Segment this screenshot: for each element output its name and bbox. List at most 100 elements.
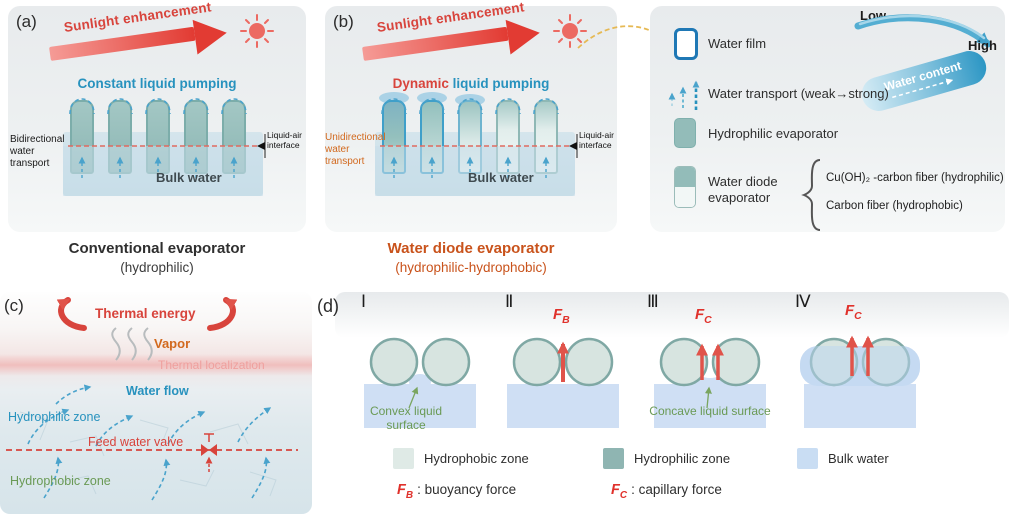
force-c-sub: C: [619, 489, 628, 501]
bulk-water-base: [507, 384, 619, 428]
stage-3-numeral: Ⅲ: [647, 292, 659, 312]
buoyancy-force-legend: FB : buoyancy force: [397, 482, 516, 501]
water-film-label: Water film: [708, 36, 767, 51]
fiber-circle: [369, 337, 419, 387]
bulk-water-swatch: [797, 448, 818, 469]
legend-panel: Water film Low High Water content Water …: [650, 6, 1005, 232]
water-content-dashed-arrow: [892, 78, 954, 99]
risen-water: [800, 346, 920, 386]
water-content-cylinder: Water content: [857, 47, 991, 115]
valve-icon: [201, 433, 217, 456]
buoyancy-desc: : buoyancy force: [417, 482, 517, 497]
bulk-water-base: [804, 384, 916, 428]
hydrophilic-zone-text: Hydrophilic zone: [8, 410, 101, 424]
thermal-localization-band: [0, 354, 312, 376]
hydrophilic-evaporator-label: Hydrophilic evaporator: [708, 126, 839, 141]
sunlight-enhancement-text: Sunlight enhancement: [62, 0, 213, 35]
water-diode-label: Water diode evaporator: [708, 174, 778, 206]
water-film-icon: [674, 28, 698, 60]
interface-label: Liquid-air interface: [579, 130, 614, 151]
sun-icon: [240, 14, 274, 48]
buoyancy-force-symbol: FB: [553, 306, 570, 326]
force-f: F: [397, 482, 406, 498]
pumping-text: Constant liquid pumping: [77, 76, 237, 91]
convex-surface-label: Convex liquid surface: [369, 404, 443, 433]
water-transport-icon: [668, 80, 700, 110]
capillary-desc: : capillary force: [631, 482, 722, 497]
fiber-circle: [564, 337, 614, 387]
waterline-overlay: [63, 146, 263, 196]
force-f: F: [695, 306, 705, 323]
transport-label: Unidirectional water transport: [325, 132, 386, 167]
high-label: High: [968, 38, 997, 53]
stage-4-numeral: Ⅳ: [795, 292, 811, 312]
fb-symbol: FB: [397, 482, 413, 501]
low-label: Low: [860, 8, 886, 23]
hydrophobic-zone-label: Hydrophobic zone: [424, 451, 529, 466]
panel-d: (d) Ⅰ Ⅱ Ⅲ Ⅳ: [315, 292, 1010, 514]
water-transport-label: Water transport (weak→strong): [708, 86, 889, 101]
diode-hydrophobic-half: [675, 187, 695, 207]
legend-hydrophobic-zone: Hydrophobic zone: [393, 448, 529, 469]
panel-c: (c): [0, 292, 312, 514]
fiber-circle: [512, 337, 562, 387]
force-f: F: [845, 302, 855, 319]
diode-hydrophilic-text: Cu(OH)₂ -carbon fiber (hydrophilic): [826, 172, 1004, 184]
force-c-sub: C: [704, 314, 712, 326]
water-diode-icon: [674, 166, 696, 208]
thermal-localization-text: Thermal localization: [158, 358, 265, 372]
panel-d-label: (d): [317, 296, 339, 316]
force-b-sub: B: [405, 489, 414, 501]
diode-hydrophilic-half: [675, 167, 695, 187]
panel-b-subtitle: (hydrophilic-hydrophobic): [395, 260, 547, 275]
convex-meniscus: [409, 374, 431, 390]
stage-2-numeral: Ⅱ: [505, 292, 514, 312]
panel-a-label: (a): [16, 12, 37, 31]
hydrophilic-zone-label: Hydrophilic zone: [634, 451, 731, 466]
panel-b: (b) Sunlight enhancement Dynamic liquid …: [325, 0, 617, 232]
hydrophilic-evaporator-icon: [674, 118, 696, 148]
hydrophobic-zone-text: Hydrophobic zone: [10, 474, 111, 488]
force-f: F: [611, 482, 620, 498]
panel-a: (a) Sunlight enhancement Constant liquid…: [8, 0, 306, 232]
bulk-water-label: Bulk water: [828, 451, 889, 466]
panel-c-label: (c): [4, 296, 24, 315]
fiber-circle: [809, 337, 859, 387]
pumping-accent: Dynamic: [392, 76, 449, 91]
fc-symbol: FC: [611, 482, 627, 501]
capillary-force-legend: FC : capillary force: [611, 482, 722, 501]
pumping-rest: liquid pumping: [452, 76, 550, 91]
force-b-sub: B: [562, 314, 570, 326]
capillary-force-symbol: FC: [695, 306, 712, 326]
bulk-water-text: Bulk water: [156, 170, 222, 185]
legend-bulk-water: Bulk water: [797, 448, 889, 469]
capillary-force-symbol: FC: [845, 302, 862, 322]
panel-a-title: Conventional evaporator: [68, 240, 246, 257]
hydrophilic-zone-swatch: [603, 448, 624, 469]
fiber-circle: [659, 337, 709, 387]
pumping-text: Dynamic liquid pumping: [325, 76, 617, 91]
panel-a-subtitle: (hydrophilic): [120, 260, 194, 275]
hydrophobic-zone-swatch: [393, 448, 414, 469]
sunlight-enhancement-text: Sunlight enhancement: [375, 0, 526, 35]
force-f: F: [553, 306, 563, 323]
feed-water-valve-text: Feed water valve: [88, 435, 184, 449]
panel-b-title: Water diode evaporator: [387, 240, 555, 257]
legend-hydrophilic-zone: Hydrophilic zone: [603, 448, 730, 469]
thermal-energy-text: Thermal energy: [95, 306, 196, 321]
panel-d-band: [335, 292, 1009, 338]
brace-icon: [801, 159, 821, 231]
fiber-circle: [421, 337, 471, 387]
vapor-text: Vapor: [154, 336, 191, 351]
fiber-circle: [711, 337, 761, 387]
concave-meniscus: [688, 368, 732, 384]
fiber-circle: [861, 337, 911, 387]
water-flow-text: Water flow: [126, 384, 189, 398]
concave-surface-label: Concave liquid surface: [649, 404, 771, 418]
stage-1-numeral: Ⅰ: [361, 292, 367, 312]
diode-hydrophobic-text: Carbon fiber (hydrophobic): [826, 200, 963, 212]
panel-b-label: (b): [333, 12, 354, 31]
bulk-water-text: Bulk water: [468, 170, 534, 185]
interface-label: Liquid-air interface: [267, 130, 302, 151]
